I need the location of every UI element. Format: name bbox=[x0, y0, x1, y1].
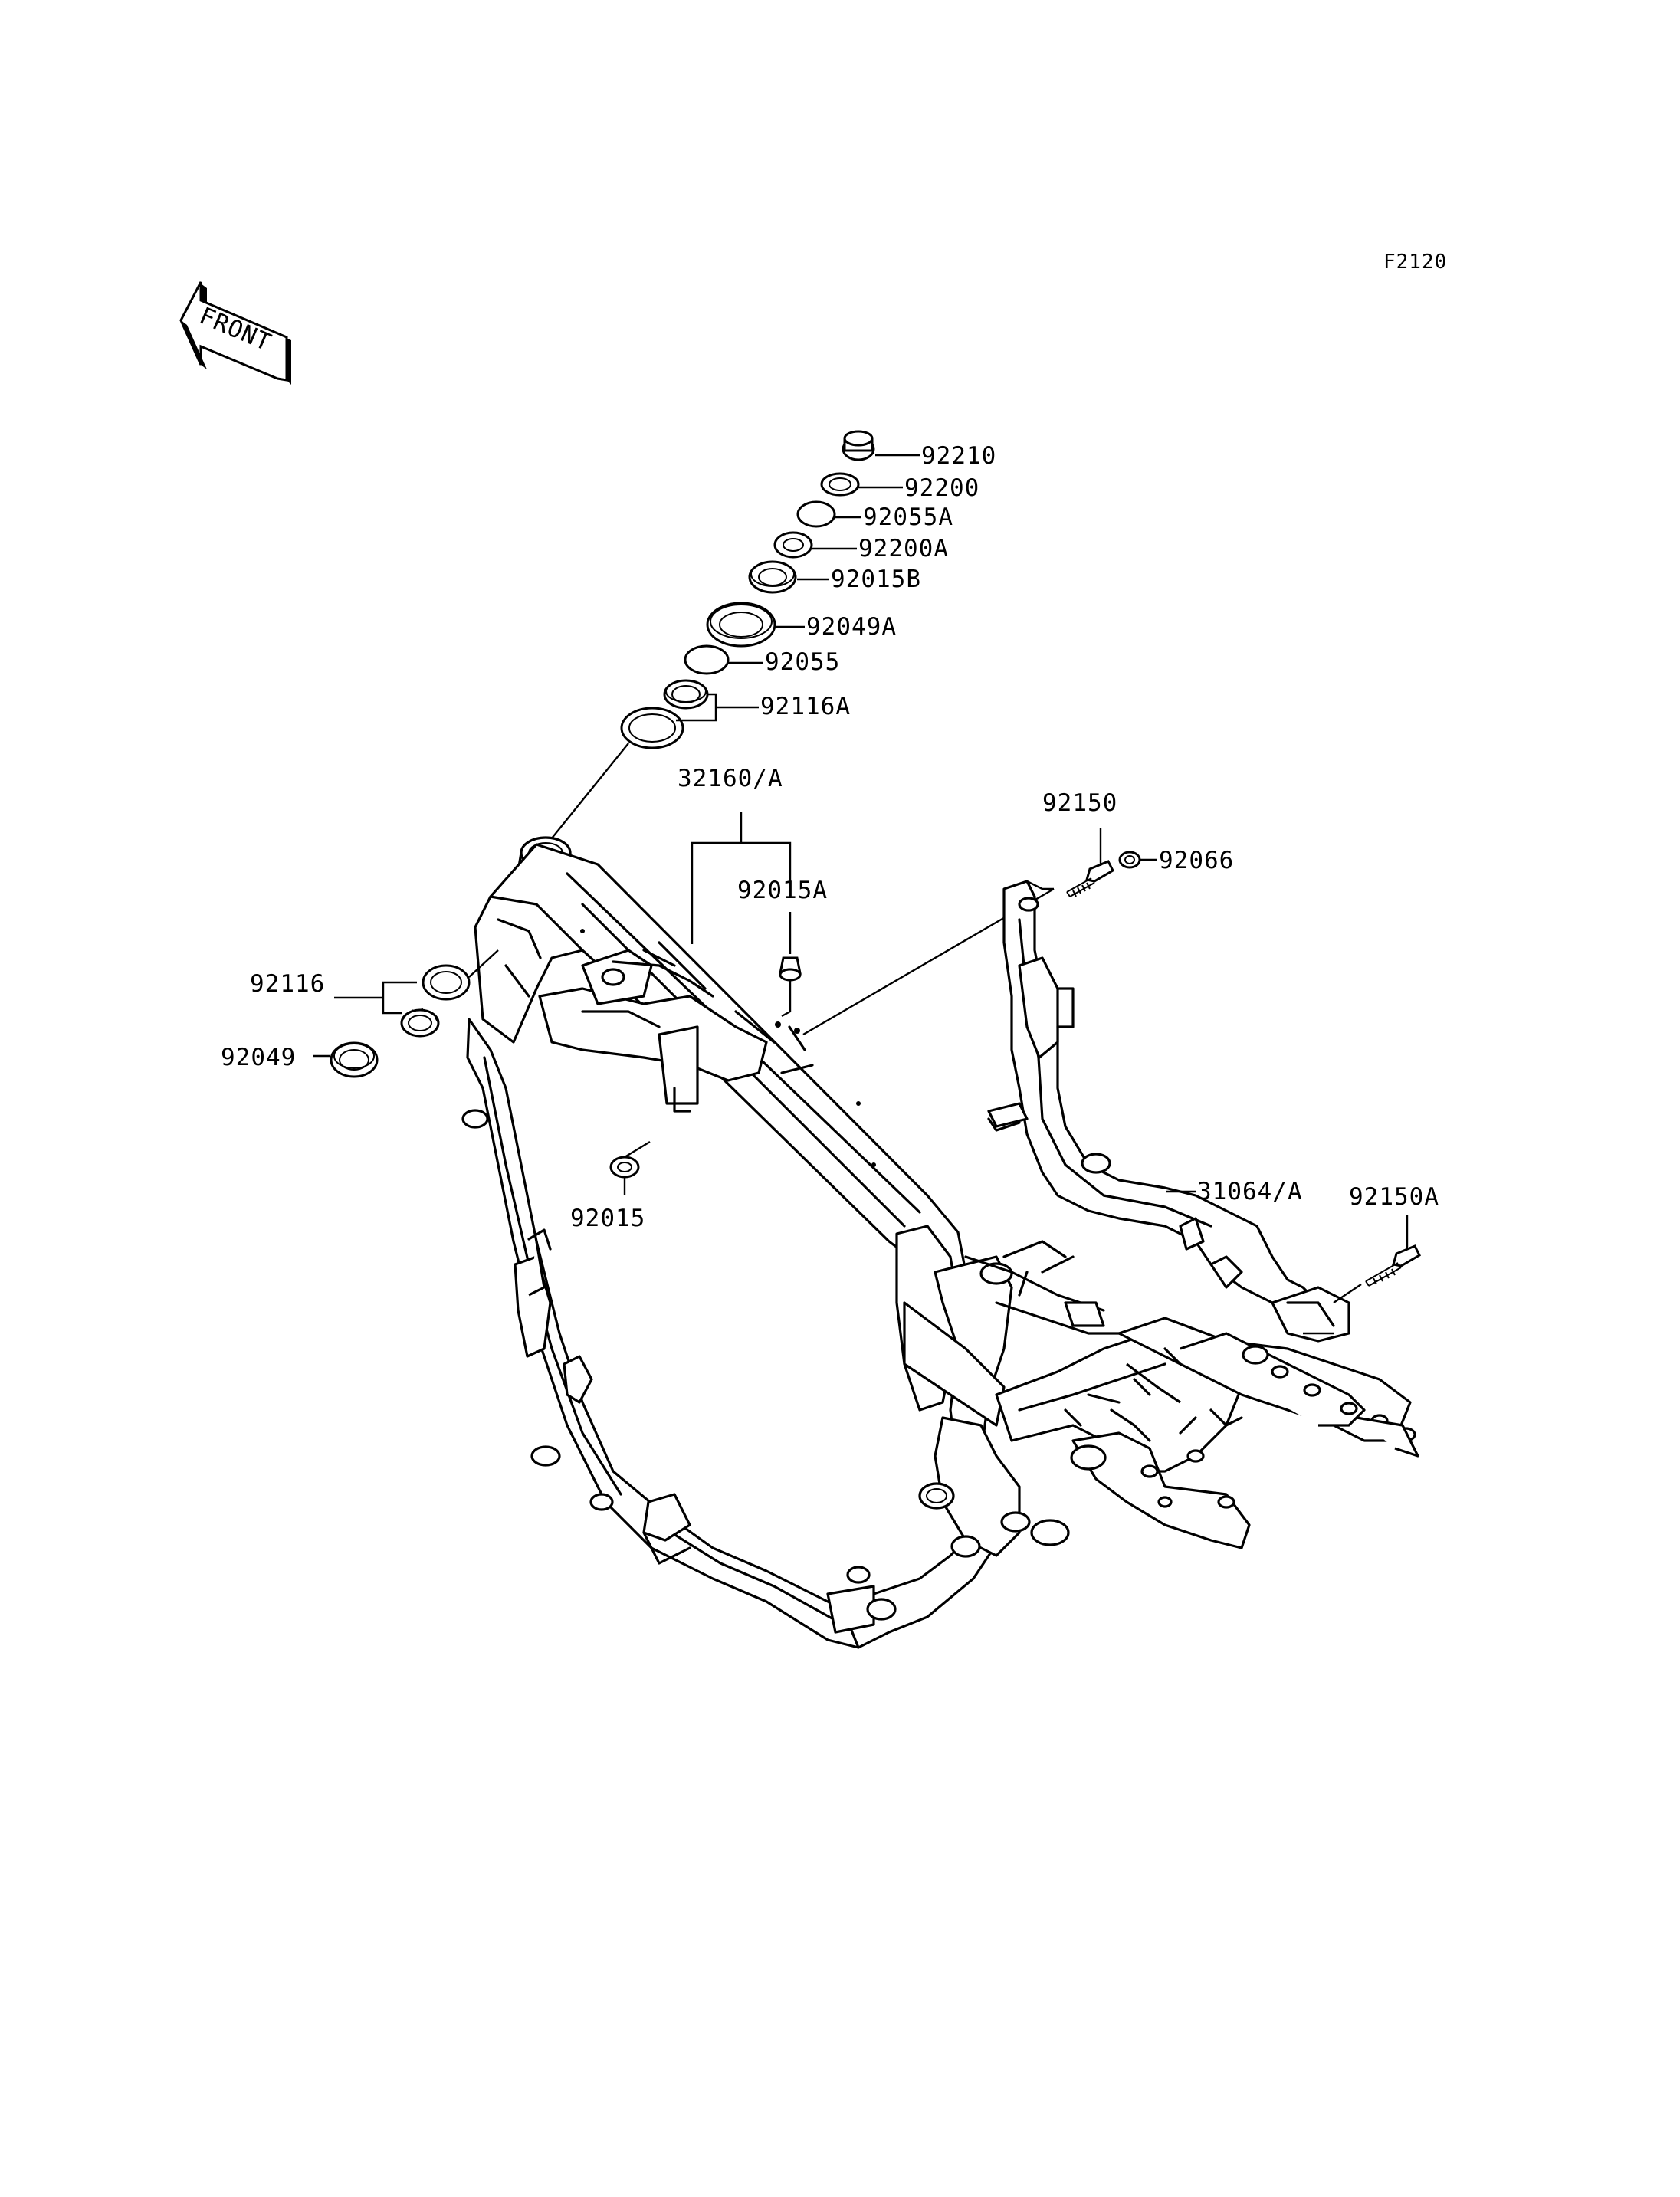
label-92055: 92055 bbox=[765, 648, 840, 676]
label-92116: 92116 bbox=[250, 970, 325, 998]
label-92210: 92210 bbox=[921, 442, 996, 470]
steering-parts-stack bbox=[620, 430, 875, 749]
washer-92200 bbox=[820, 472, 860, 497]
washer-92200A bbox=[773, 531, 813, 559]
bolt-92150 bbox=[1066, 860, 1114, 897]
o-ring-92055 bbox=[684, 644, 730, 675]
nut-92015 bbox=[609, 1156, 640, 1179]
diagram-code: F2120 bbox=[1383, 251, 1447, 274]
label-32160A: 32160/A bbox=[678, 765, 783, 792]
label-92150A: 92150A bbox=[1349, 1183, 1439, 1211]
bearing-race-92116A-lower bbox=[620, 707, 684, 749]
label-92150: 92150 bbox=[1042, 789, 1117, 817]
label-92055A: 92055A bbox=[863, 503, 953, 531]
label-92200A: 92200A bbox=[858, 535, 949, 562]
label-92116A: 92116A bbox=[760, 693, 851, 720]
bearing-92116 bbox=[400, 1008, 440, 1038]
stem-nut-92210 bbox=[842, 430, 875, 461]
lower-bearing-parts bbox=[313, 949, 499, 1078]
label-92015B: 92015B bbox=[831, 566, 921, 593]
label-92049A: 92049A bbox=[806, 613, 897, 641]
bolt-92150A bbox=[1365, 1244, 1421, 1287]
seal-92049 bbox=[330, 1041, 379, 1078]
label-92049: 92049 bbox=[221, 1044, 296, 1071]
part-labels: 92210 92200 92055A 92200A 92015B 92049A … bbox=[221, 442, 1439, 1232]
front-direction-arrow-icon: FRONT bbox=[179, 281, 291, 385]
bearing-92116A-upper bbox=[663, 679, 709, 710]
bearing-race-92116 bbox=[422, 964, 471, 1001]
label-92200: 92200 bbox=[904, 474, 979, 502]
label-92015A: 92015A bbox=[737, 877, 828, 904]
label-92015: 92015 bbox=[570, 1205, 645, 1232]
cap-nut-92015A bbox=[779, 956, 802, 982]
washer-92066 bbox=[1118, 851, 1141, 869]
o-ring-92055A bbox=[796, 500, 836, 528]
lower-rail-joint bbox=[826, 1585, 875, 1634]
seal-92049A bbox=[706, 602, 776, 648]
nut-92015B bbox=[748, 560, 797, 594]
label-92066: 92066 bbox=[1159, 847, 1234, 874]
sub-frame-31064A bbox=[987, 880, 1350, 1343]
label-31064A: 31064/A bbox=[1197, 1178, 1303, 1205]
leader-lines-stack bbox=[547, 454, 920, 844]
main-frame bbox=[461, 836, 1419, 1649]
